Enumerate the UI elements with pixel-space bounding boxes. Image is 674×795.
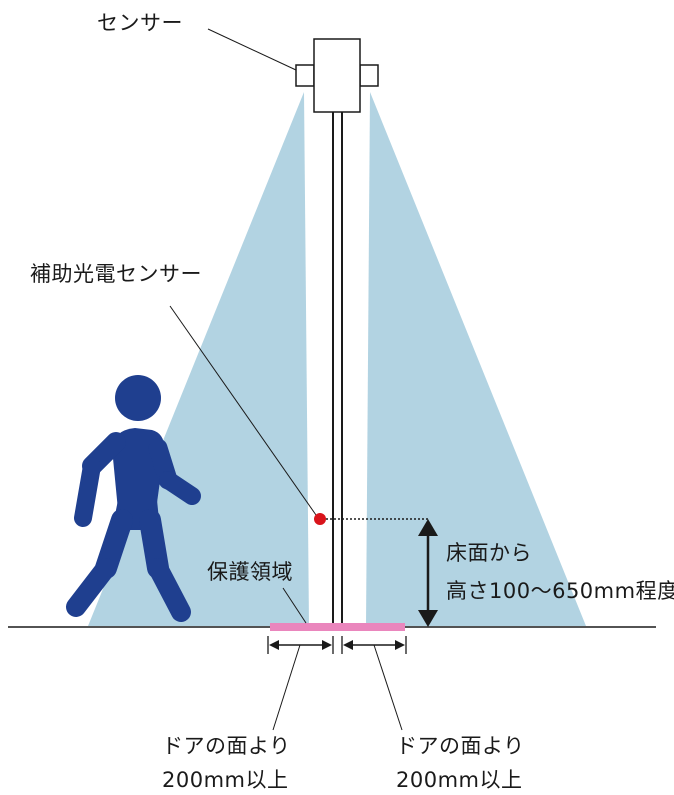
right-door-label-line2: 200mm以上 [396, 768, 523, 792]
protection-zone-bar [270, 623, 405, 631]
left-door-leader-line [272, 644, 301, 731]
right-beam-area [366, 92, 586, 626]
aux-sensor-leader-line [169, 305, 317, 516]
right-door-label-line1: ドアの面より [396, 734, 525, 758]
left-door-label-line1: ドアの面より [162, 734, 291, 758]
height-label-line1: 床面から [446, 541, 532, 565]
protect-zone-label: 保護領域 [207, 560, 293, 584]
height-arrow-icon [418, 519, 438, 627]
left-door-label-line2: 200mm以上 [162, 768, 289, 792]
left-dimension-arrow [267, 636, 334, 654]
right-door-leader-line [373, 644, 403, 731]
sensor-box-icon [295, 38, 379, 113]
walking-person-icon [66, 375, 201, 622]
protect-zone-leader-line [282, 587, 307, 624]
sensor-leader-line [207, 28, 297, 71]
aux-sensor-label: 補助光電センサー [30, 262, 202, 286]
sensor-label: センサー [97, 11, 183, 35]
red-dot-sensor-icon [314, 513, 326, 525]
height-label-line2: 高さ100～650mm程度 [446, 579, 674, 603]
